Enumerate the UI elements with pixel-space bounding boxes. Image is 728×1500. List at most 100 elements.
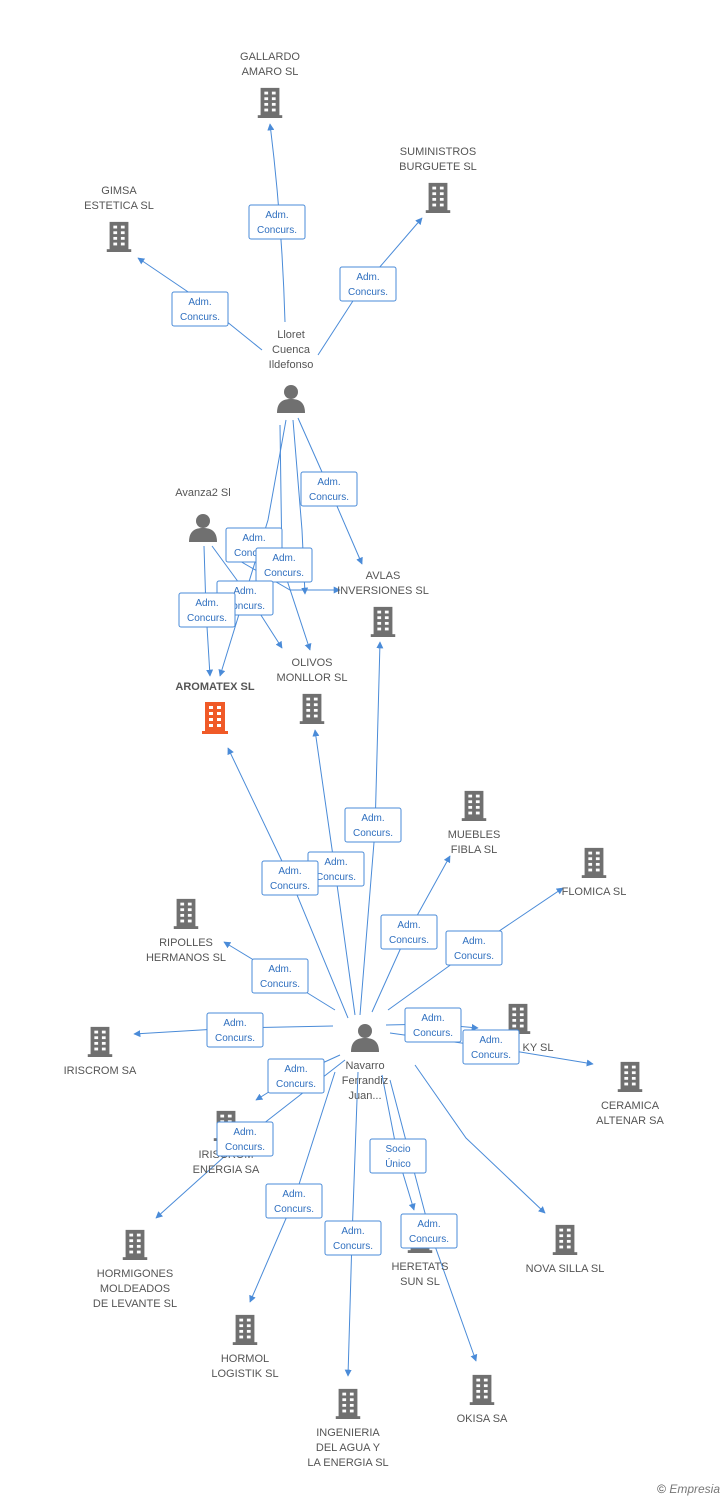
node-label-line: AMARO SL xyxy=(242,66,299,78)
building-icon xyxy=(425,182,451,213)
relationship-badge[interactable]: Adm.Concurs. xyxy=(300,471,358,507)
building-icon xyxy=(122,1229,148,1260)
badge-box xyxy=(267,1058,325,1094)
relationship-badge[interactable]: Adm. Concurs. xyxy=(462,1029,520,1065)
relationship-badge[interactable]: Adm.Concurs. xyxy=(206,1012,264,1048)
badge-box xyxy=(216,1121,274,1157)
relationship-badge[interactable]: Adm.Concurs. xyxy=(344,807,402,843)
node-okisa[interactable]: OKISA SA xyxy=(457,1374,508,1425)
badge-label-line: Adm. xyxy=(282,1189,305,1200)
node-label-line: MOLDEADOS xyxy=(100,1283,170,1295)
badge-label-line: Concurs. xyxy=(389,935,429,946)
person-icon xyxy=(277,385,305,413)
relationship-badge[interactable]: Adm.Concurs. xyxy=(251,958,309,994)
node-label-line: IRISCROM SA xyxy=(64,1065,137,1077)
node-label-line: KY SL xyxy=(523,1042,554,1054)
badge-box xyxy=(380,914,438,950)
node-label-line: RIPOLLES xyxy=(159,937,213,949)
badge-box xyxy=(178,592,236,628)
badge-label-line: Concurs. xyxy=(413,1028,453,1039)
node-gallardo[interactable]: GALLARDO AMARO SL xyxy=(240,51,300,118)
node-label-line: FLOMICA SL xyxy=(562,886,627,898)
badge-label-line: Adm. xyxy=(278,866,301,877)
node-ceramica[interactable]: CERAMICA ALTENAR SA xyxy=(596,1061,664,1127)
building-icon xyxy=(202,702,228,734)
relationship-badge[interactable]: Adm.Concurs. xyxy=(171,291,229,327)
badge-label-line: Concurs. xyxy=(180,312,220,323)
node-aromatex[interactable]: AROMATEX SL xyxy=(175,681,255,734)
badge-label-line: Concurs. xyxy=(333,1241,373,1252)
node-label-line: OLIVOS xyxy=(292,657,333,669)
badge-label-line: Adm. xyxy=(268,964,291,975)
relationship-badge[interactable]: Adm.Concurs. xyxy=(400,1213,458,1249)
relationship-badge[interactable]: Adm. Concurs. xyxy=(324,1220,382,1256)
badge-box xyxy=(171,291,229,327)
node-navarro[interactable]: NavarroFerrandizJuan... xyxy=(342,1024,388,1102)
badge-label-line: Adm. xyxy=(324,857,347,868)
node-label-line: CERAMICA xyxy=(601,1100,660,1112)
relationship-badge[interactable]: Adm.Concurs. xyxy=(248,204,306,240)
node-label-line: OKISA SA xyxy=(457,1413,508,1425)
badge-label-line: Adm. xyxy=(341,1226,364,1237)
badge-label-line: Adm. xyxy=(356,272,379,283)
node-ky[interactable]: KY SL xyxy=(505,1003,554,1054)
node-avanza2[interactable]: Avanza2 Sl xyxy=(175,487,231,542)
badge-label-line: Adm. xyxy=(272,553,295,564)
badge-label-line: Adm. xyxy=(417,1219,440,1230)
badge-box xyxy=(300,471,358,507)
node-iriscrom[interactable]: IRISCROM SA xyxy=(64,1026,137,1077)
badge-box xyxy=(344,807,402,843)
relationship-badge[interactable]: Adm.Concurs. xyxy=(445,930,503,966)
relationship-badge[interactable]: Adm.Concurs. xyxy=(216,1121,274,1157)
badge-box xyxy=(445,930,503,966)
relationship-badge[interactable]: Adm.Concurs. xyxy=(255,547,313,583)
building-icon xyxy=(505,1003,531,1034)
node-flomica[interactable]: FLOMICA SL xyxy=(562,847,627,898)
badge-label-line: Concurs. xyxy=(309,492,349,503)
relationship-badge[interactable]: Adm.Concurs. xyxy=(261,860,319,896)
node-label-line: GALLARDO xyxy=(240,51,300,63)
relationship-badge[interactable]: Adm. Concurs. xyxy=(404,1007,462,1043)
badge-label-line: Adm. xyxy=(265,210,288,221)
node-label-line: HORMOL xyxy=(221,1353,269,1365)
badge-label-line: Adm. xyxy=(462,936,485,947)
badge-box xyxy=(251,958,309,994)
node-label-line: Juan... xyxy=(348,1090,381,1102)
badge-label-line: Concurs. xyxy=(471,1050,511,1061)
node-label-line: HERETATS xyxy=(391,1261,448,1273)
node-label-line: DE LEVANTE SL xyxy=(93,1298,177,1310)
building-icon xyxy=(461,790,487,821)
badge-box xyxy=(206,1012,264,1048)
node-label-line: HORMIGONES xyxy=(97,1268,173,1280)
badge-label-line: Adm. xyxy=(195,598,218,609)
node-nova[interactable]: NOVA SILLA SL xyxy=(526,1224,605,1275)
relationship-badge[interactable]: Adm.Concurs. xyxy=(178,592,236,628)
relationship-badge[interactable]: Adm. Concurs. xyxy=(307,851,365,887)
badge-label-line: Adm. xyxy=(421,1013,444,1024)
relationship-badge[interactable]: Adm.Concurs. xyxy=(267,1058,325,1094)
badge-label-line: Concurs. xyxy=(316,872,356,883)
building-icon xyxy=(552,1224,578,1255)
badge-label-line: Adm. xyxy=(479,1035,502,1046)
node-hormigones[interactable]: HORMIGONES MOLDEADOS DE LEVANTE SL xyxy=(93,1229,177,1310)
relationship-badge[interactable]: Adm.Concurs. xyxy=(339,266,397,302)
badge-box xyxy=(324,1220,382,1256)
node-label-line: LA ENERGIA SL xyxy=(307,1457,388,1469)
node-label-line: DEL AGUA Y xyxy=(316,1442,381,1454)
node-label-line: Ferrandiz xyxy=(342,1075,388,1087)
relationship-badge[interactable]: Adm.Concurs. xyxy=(265,1183,323,1219)
relationship-badge[interactable]: Adm.Concurs. xyxy=(380,914,438,950)
node-label-line: ALTENAR SA xyxy=(596,1115,664,1127)
building-icon xyxy=(257,87,283,118)
